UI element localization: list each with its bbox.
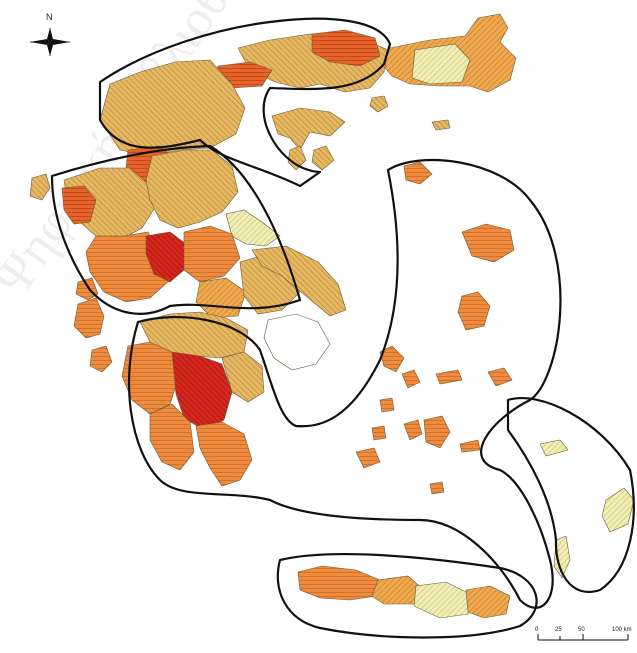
north-label: N bbox=[46, 12, 53, 22]
region-rhodope bbox=[411, 43, 471, 85]
region-karpathos bbox=[553, 535, 571, 579]
scale-label-25: 25 bbox=[555, 627, 562, 633]
region-ilia bbox=[121, 341, 179, 415]
region-syros bbox=[379, 397, 395, 413]
zone-peloponnese-outline bbox=[127, 158, 562, 609]
region-magnesia bbox=[225, 209, 281, 247]
region-corfu bbox=[29, 173, 51, 201]
region-thasos bbox=[369, 95, 389, 113]
zone-dodecanese-outline bbox=[506, 397, 635, 593]
region-ikaria bbox=[435, 369, 463, 385]
region-fokida bbox=[195, 277, 247, 319]
region-naxos bbox=[423, 415, 451, 449]
region-chalkidiki bbox=[271, 107, 346, 151]
region-laconia bbox=[195, 421, 253, 487]
region-lesvos bbox=[461, 223, 515, 263]
region-kassandra bbox=[311, 145, 335, 171]
region-santorini bbox=[429, 481, 445, 495]
region-sithonia bbox=[287, 145, 307, 171]
region-kythnos bbox=[371, 425, 387, 441]
scale-label-50: 50 bbox=[578, 627, 585, 633]
scale-label-0: 0 bbox=[535, 627, 539, 633]
region-chios bbox=[457, 291, 491, 331]
region-thesprotia bbox=[61, 185, 97, 225]
region-zakynthos bbox=[89, 345, 113, 373]
region-rhodes bbox=[601, 487, 635, 533]
region-thessaly bbox=[145, 149, 239, 229]
region-milos bbox=[355, 447, 381, 469]
region-evrytania bbox=[145, 231, 187, 283]
zone-northern-outline bbox=[98, 17, 392, 188]
zone-crete-outline bbox=[276, 552, 538, 639]
region-kos bbox=[539, 439, 569, 457]
region-evia bbox=[251, 245, 347, 317]
region-lefkada bbox=[75, 277, 99, 301]
region-chania bbox=[297, 565, 381, 601]
region-kefalonia bbox=[73, 297, 105, 339]
scale-label-100km: 100 km bbox=[612, 627, 632, 633]
region-west-macedonia bbox=[99, 59, 246, 157]
zone-central-outline bbox=[50, 144, 302, 315]
region-limnos bbox=[403, 161, 433, 185]
region-amorgos bbox=[459, 439, 481, 453]
region-paros bbox=[403, 419, 423, 441]
compass-rose-icon bbox=[30, 28, 70, 56]
region-arcadia bbox=[171, 351, 233, 431]
region-attica bbox=[263, 313, 331, 371]
region-serres bbox=[311, 29, 381, 67]
region-lasithi bbox=[465, 585, 511, 619]
scale-bar: 0 25 50 100 km bbox=[535, 627, 632, 641]
region-fthiotida bbox=[183, 225, 241, 283]
region-tinos bbox=[401, 369, 421, 389]
region-samothrace bbox=[431, 119, 451, 131]
region-argolida bbox=[221, 351, 265, 403]
region-samos bbox=[487, 367, 513, 387]
region-heraklion bbox=[413, 581, 471, 619]
region-messinia bbox=[149, 403, 195, 471]
region-andros bbox=[379, 345, 405, 373]
